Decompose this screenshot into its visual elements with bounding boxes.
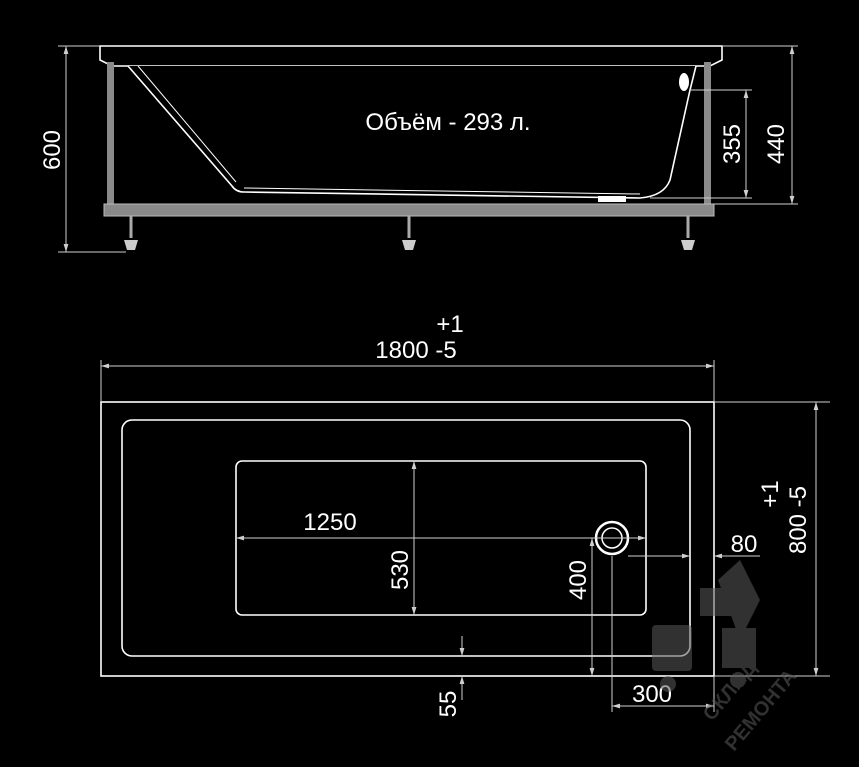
inner-length-label: 1250 xyxy=(303,509,356,536)
tub-floor-line xyxy=(243,187,641,195)
overflow-icon xyxy=(679,73,689,91)
inner-width-label: 530 xyxy=(387,550,414,590)
dim-total-height xyxy=(58,45,126,253)
frame-post-right xyxy=(704,62,711,206)
drain-offset-y-label: 400 xyxy=(565,560,592,600)
dim-length xyxy=(100,360,715,402)
top-view: +1 1800 -5 +1 800 -5 1250 530 400 80 xyxy=(100,311,830,718)
dim-355-label: 355 xyxy=(719,124,746,164)
tub-body xyxy=(127,65,697,199)
bottom-margin-label: 55 xyxy=(435,691,462,718)
tub-bowl xyxy=(121,419,691,657)
side-view: Объём - 293 л. 600 355 440 xyxy=(39,45,798,253)
dim-rim-height xyxy=(714,45,798,205)
tub-rim xyxy=(99,45,723,67)
foot-middle xyxy=(402,216,416,250)
foot-right xyxy=(681,216,695,250)
tub-inner-line xyxy=(137,65,237,183)
length-tolerance-plus: +1 xyxy=(436,311,463,338)
width-label: 800 -5 xyxy=(785,486,812,554)
length-label: 1800 -5 xyxy=(375,337,456,364)
dim-inner-depth xyxy=(650,89,752,199)
drain-outlet xyxy=(598,196,626,202)
frame-base xyxy=(103,203,715,217)
volume-label: Объём - 293 л. xyxy=(365,109,530,136)
dim-600-label: 600 xyxy=(39,130,66,170)
dim-440-label: 440 xyxy=(763,124,790,164)
tub-outline xyxy=(100,401,715,677)
dim-drain-from-end xyxy=(611,556,715,712)
width-tolerance-plus: +1 xyxy=(757,480,784,507)
foot-left xyxy=(124,216,138,250)
frame-post-left xyxy=(107,62,114,206)
drain-offset-x-label: 80 xyxy=(731,531,758,558)
watermark-logo: СКЛАД РЕМОНТА xyxy=(652,560,801,755)
